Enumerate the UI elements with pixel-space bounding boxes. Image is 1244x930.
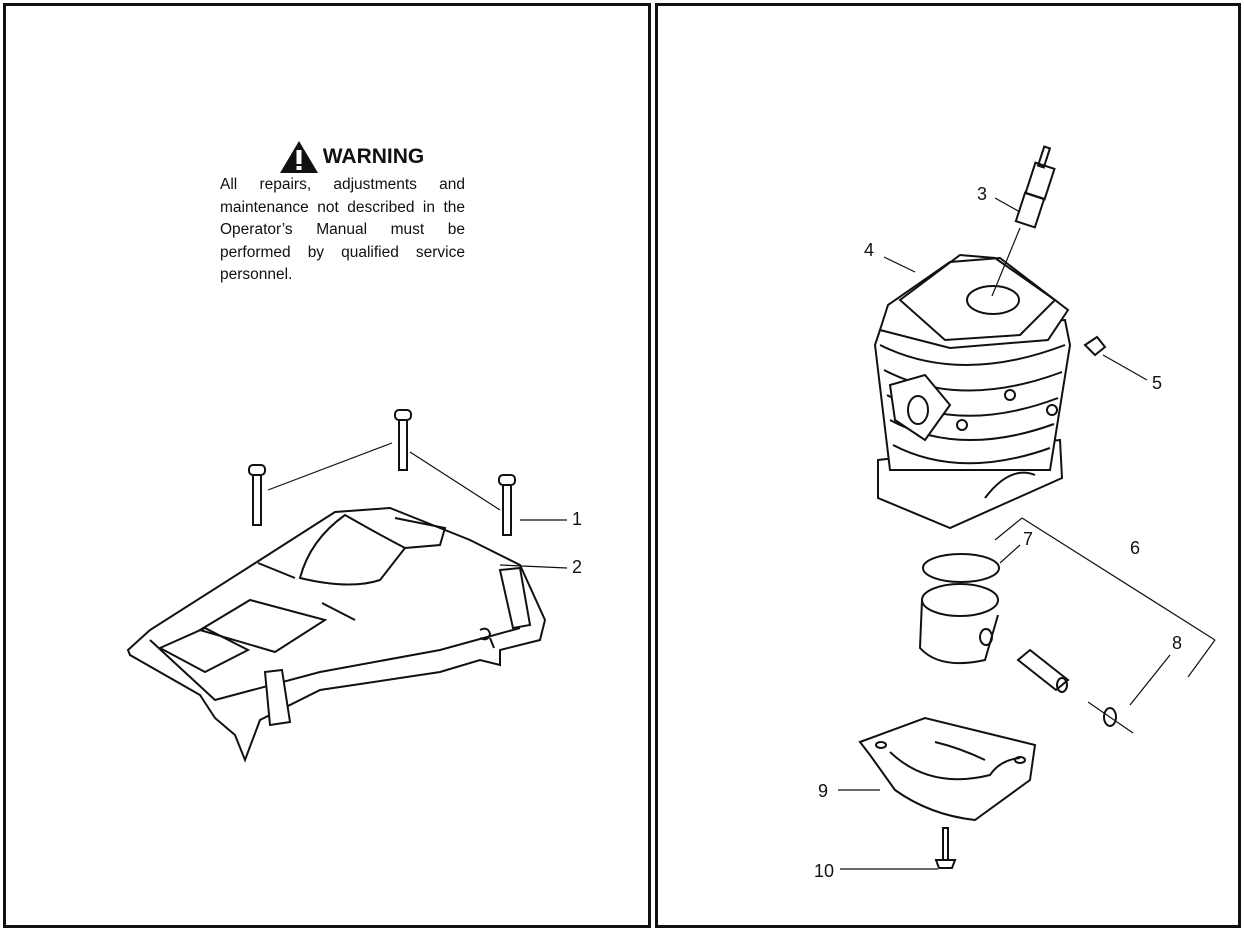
callout-9: 9 [818, 781, 829, 801]
piston-pin-circlip-drawing [1103, 707, 1117, 727]
warning-text: All repairs, adjustments and maintenance… [220, 176, 465, 283]
warning-title: WARNING [322, 145, 425, 168]
callout-3: 3 [977, 184, 988, 204]
cylinder-drawing [873, 253, 1072, 530]
screw-drawing [934, 827, 957, 869]
callout-4: 4 [864, 240, 875, 260]
decompression-valve-drawing [1083, 335, 1107, 357]
crankcase-half-drawing [858, 716, 1037, 822]
warning-triangle-icon [279, 141, 318, 173]
cover-screws-drawing [248, 409, 516, 536]
warning-notice: WARNING All repairs, adjustments and mai… [220, 140, 465, 287]
callout-8: 8 [1172, 633, 1183, 653]
piston-ring-drawing [922, 553, 1000, 583]
callout-2: 2 [572, 557, 583, 577]
left-diagram-panel [3, 3, 651, 928]
leader-lines-right [838, 197, 1216, 870]
callout-5: 5 [1152, 373, 1163, 393]
leader-lines-left [267, 442, 568, 569]
spark-plug-drawing [1014, 145, 1056, 229]
piston-pin-drawing [1016, 648, 1070, 693]
cylinder-cover-drawing [126, 506, 547, 763]
callout-6: 6 [1130, 538, 1141, 558]
callout-1: 1 [572, 509, 583, 529]
warning-heading: WARNING [238, 140, 465, 174]
callout-10: 10 [814, 861, 835, 881]
piston-drawing [918, 583, 999, 665]
callout-7: 7 [1023, 529, 1034, 549]
